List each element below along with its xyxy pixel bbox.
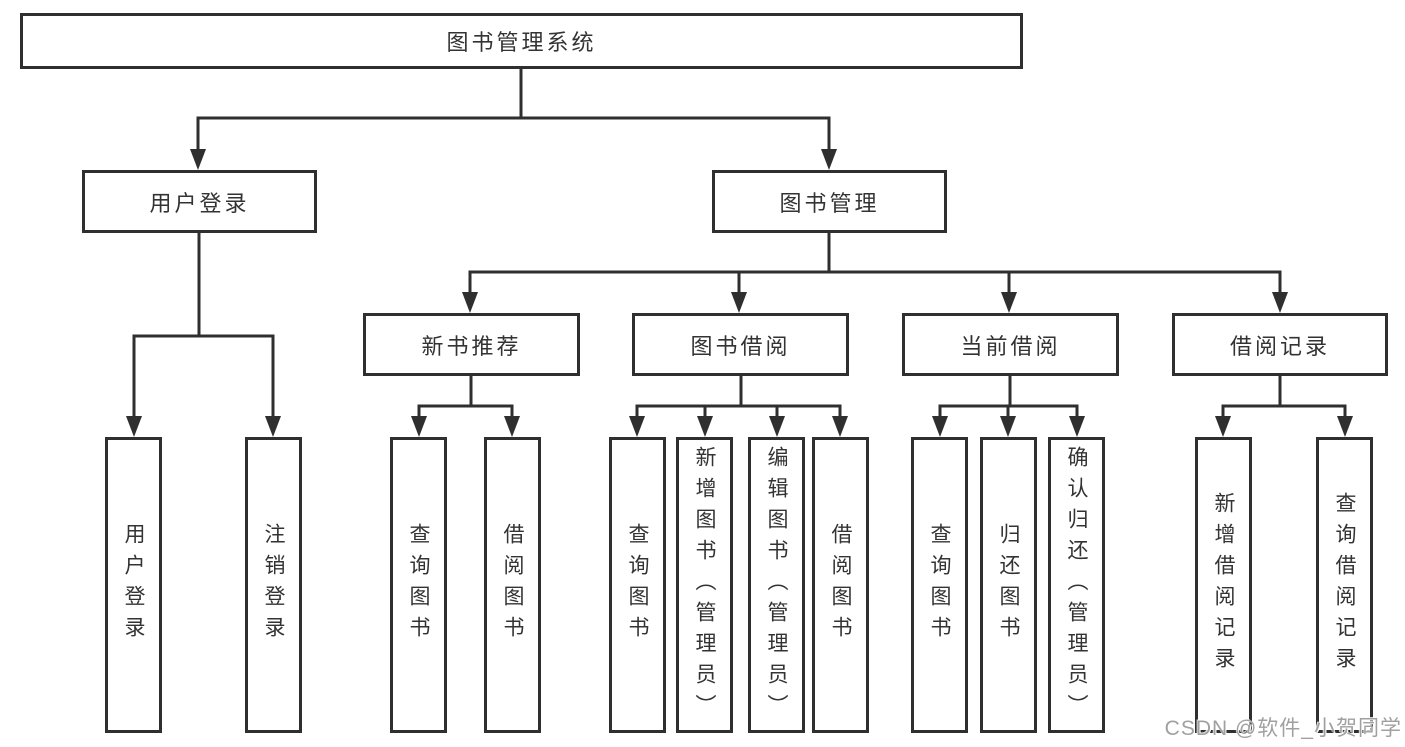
leaf-borrow-books-recommend: 借阅图书 bbox=[484, 437, 541, 733]
leaf-query-books-current: 查询图书 bbox=[911, 437, 968, 733]
leaf-add-borrow-record: 新增借阅记录 bbox=[1195, 437, 1252, 733]
leaf-return-book: 归还图书 bbox=[980, 437, 1037, 733]
leaf-add-book-admin: 新增图书（管理员） bbox=[676, 437, 733, 733]
node-borrowing-records: 借阅记录 bbox=[1172, 313, 1388, 376]
node-book-borrowing: 图书借阅 bbox=[632, 313, 849, 376]
node-new-book-recommendation: 新书推荐 bbox=[363, 313, 580, 376]
node-current-borrowing: 当前借阅 bbox=[902, 313, 1119, 376]
node-user-login: 用户登录 bbox=[82, 170, 317, 233]
leaf-user-login: 用户登录 bbox=[105, 437, 162, 733]
leaf-query-borrow-record: 查询借阅记录 bbox=[1316, 437, 1373, 733]
leaf-query-books-borrowing: 查询图书 bbox=[609, 437, 666, 733]
leaf-query-books-recommend: 查询图书 bbox=[390, 437, 447, 733]
leaf-edit-book-admin: 编辑图书（管理员） bbox=[748, 437, 805, 733]
node-library-management-system: 图书管理系统 bbox=[20, 13, 1023, 69]
csdn-watermark: CSDN @软件_小贺同学 bbox=[1164, 717, 1402, 740]
node-book-management: 图书管理 bbox=[712, 170, 947, 233]
leaf-borrow-books-borrowing: 借阅图书 bbox=[812, 437, 869, 733]
leaf-logout: 注销登录 bbox=[245, 437, 302, 733]
leaf-confirm-return-admin: 确认归还（管理员） bbox=[1048, 437, 1105, 733]
